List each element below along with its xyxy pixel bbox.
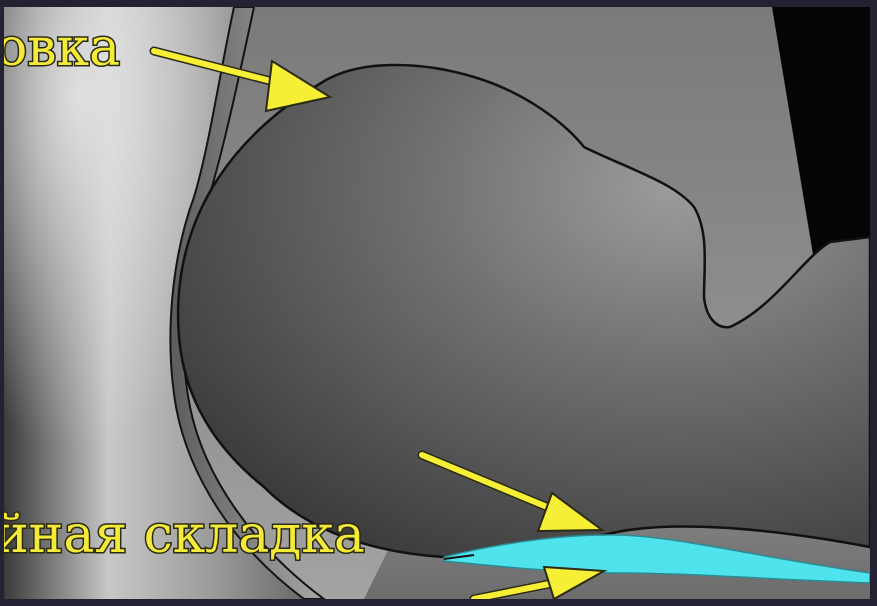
label-bottom: йная складка xyxy=(4,505,365,565)
anatomy-diagram: овка йная складка xyxy=(4,7,870,599)
diagram-canvas: овка йная складка xyxy=(4,7,870,599)
label-top: овка xyxy=(4,18,120,78)
